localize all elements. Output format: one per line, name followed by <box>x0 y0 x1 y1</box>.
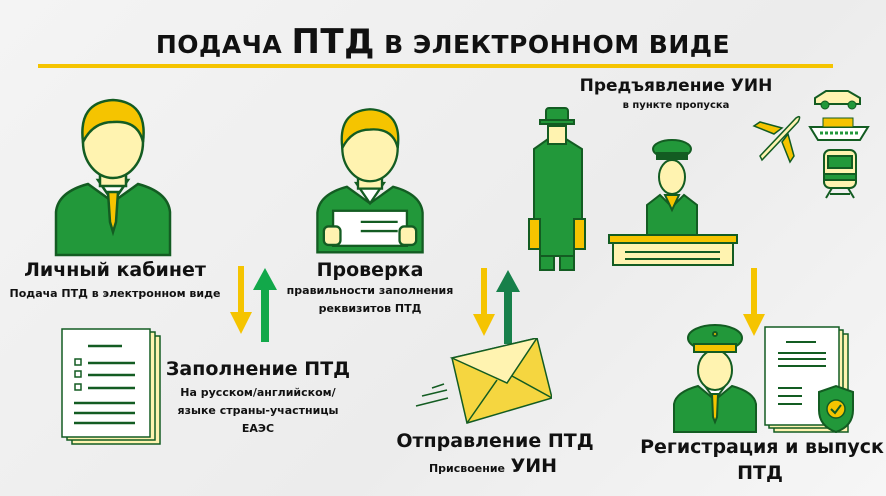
documents-checklist-icon <box>61 328 161 445</box>
train-icon <box>823 149 857 199</box>
registration-title-2: ПТД <box>737 462 783 484</box>
cabinet-title: Личный кабинет <box>24 259 206 281</box>
registration-title: Регистрация и выпуск <box>640 436 884 458</box>
arrow-down-icon <box>743 268 765 336</box>
page-title: ПОДАЧА ПТД В ЭЛЕКТРОННОМ ВИДЕ <box>156 22 730 62</box>
sending-uin: УИН <box>510 455 558 477</box>
car-icon <box>814 90 861 110</box>
arrow-down-icon <box>230 266 252 334</box>
arrow-up-icon <box>496 270 520 344</box>
presentation-title: Предъявление УИН <box>579 76 773 96</box>
title-part1: ПОДАЧА <box>155 30 283 59</box>
check-line: реквизитов ПТД <box>318 302 422 315</box>
sending-title: Отправление ПТД <box>396 430 594 452</box>
customs-officer-icon <box>673 324 757 433</box>
airplane-icon <box>752 115 801 164</box>
filling-title: Заполнение ПТД <box>165 358 351 380</box>
title-underline <box>38 64 833 68</box>
approved-document-icon <box>764 326 854 434</box>
check-title: Проверка <box>316 259 424 281</box>
check-line: правильности заполнения <box>286 284 454 297</box>
presentation-subtitle: в пункте пропуска <box>622 100 730 111</box>
officer-at-desk-icon <box>608 139 738 266</box>
filling-line: ЕАЭС <box>241 422 275 435</box>
check-desc: правильности заполнения реквизитов ПТД <box>287 282 454 318</box>
businessman-icon <box>54 98 172 257</box>
sending-subtitle: Присвоение УИН <box>429 455 557 477</box>
arrow-up-icon <box>253 268 277 342</box>
envelope-icon <box>415 338 552 424</box>
filling-line: На русском/английском/ <box>180 386 336 399</box>
filling-desc: На русском/английском/ языке страны-учас… <box>178 384 339 438</box>
sending-subtitle-small: Присвоение <box>428 462 506 475</box>
traveler-icon <box>528 107 586 271</box>
cabinet-subtitle: Подача ПТД в электронном виде <box>9 287 221 300</box>
ship-icon <box>808 117 870 141</box>
arrow-pair-2 <box>473 268 520 344</box>
arrow-down-icon <box>473 268 495 336</box>
inspector-with-document-icon <box>316 108 424 254</box>
arrow-pair-1 <box>230 266 277 342</box>
title-part2: В ЭЛЕКТРОННОМ ВИДЕ <box>384 30 731 59</box>
title-highlight: ПТД <box>291 22 375 62</box>
filling-line: языке страны-участницы <box>177 404 339 417</box>
